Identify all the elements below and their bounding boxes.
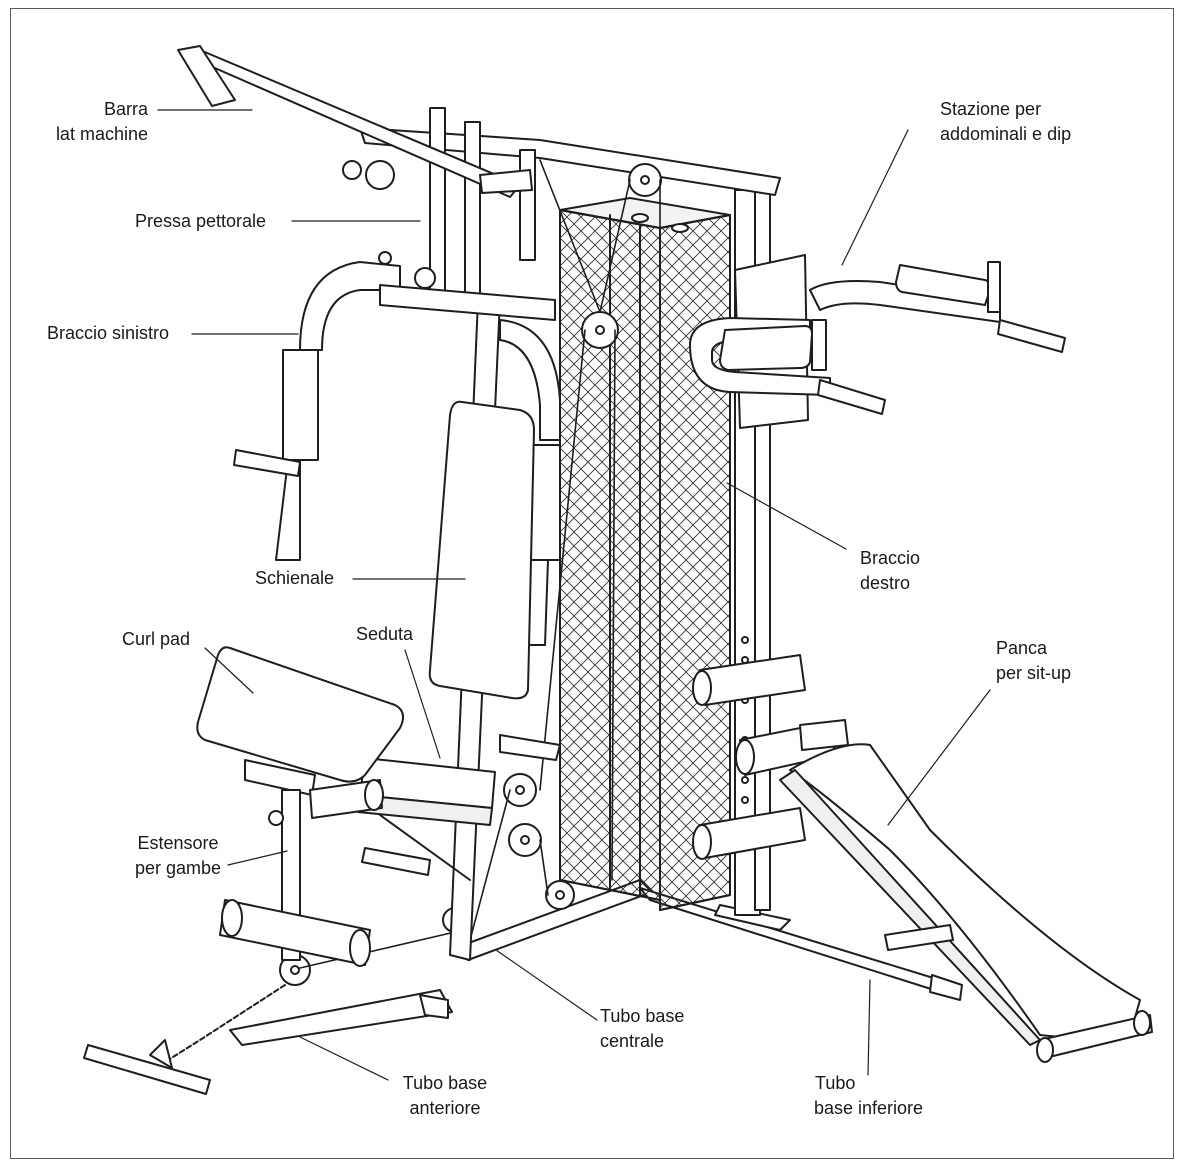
label-leg-extension-line2: per gambe (134, 858, 222, 878)
label-lat-bar-line2: lat machine (55, 124, 148, 144)
label-front-base-tube-line1: Tubo base (402, 1073, 488, 1093)
label-right-arm: Braccio destro (860, 546, 920, 596)
cables (299, 159, 661, 969)
label-situp-bench-line1: Panca (996, 638, 1048, 658)
label-backrest: Schienale (255, 566, 334, 591)
label-lower-base-tube: Tubo base inferiore (814, 1071, 923, 1121)
left-arm (233, 251, 401, 561)
label-lat-bar: Barra lat machine (26, 97, 148, 147)
leg-extension (219, 779, 431, 967)
curl-pad (196, 646, 405, 796)
label-right-arm-line1: Braccio (860, 548, 921, 568)
ankle-handle (83, 984, 286, 1095)
label-curl-pad-text: Curl pad (122, 629, 191, 649)
label-situp-bench-line2: per sit-up (996, 663, 1072, 683)
lat-bar (177, 45, 533, 198)
label-ab-dip-station-line2: addominali e dip (940, 124, 1072, 144)
label-curl-pad: Curl pad (122, 627, 190, 652)
backrest (428, 400, 535, 700)
pulleys (279, 163, 662, 986)
seat (357, 757, 496, 881)
label-chest-press: Pressa pettorale (135, 209, 266, 234)
dip-station (689, 254, 1066, 429)
label-chest-press-text: Pressa pettorale (135, 211, 267, 231)
label-ab-dip-station: Stazione per addominali e dip (940, 97, 1071, 147)
situp-bench (779, 719, 1153, 1063)
label-left-arm-text: Braccio sinistro (47, 323, 170, 343)
leader-lines (157, 109, 991, 1081)
label-leg-extension-line1: Estensore (137, 833, 219, 853)
label-right-arm-line2: destro (860, 573, 911, 593)
label-left-arm: Braccio sinistro (47, 321, 169, 346)
label-leg-extension: Estensore per gambe (118, 831, 238, 881)
diagram-frame (10, 8, 1174, 1159)
label-lat-bar-line1: Barra (103, 99, 148, 119)
tower-rollers (499, 654, 836, 860)
label-central-base-tube-line1: Tubo base (600, 1006, 685, 1026)
label-front-base-tube-line2: anteriore (409, 1098, 481, 1118)
label-situp-bench: Panca per sit-up (996, 636, 1071, 686)
label-seat: Seduta (356, 622, 413, 647)
label-front-base-tube: Tubo base anteriore (385, 1071, 505, 1121)
label-central-base-tube: Tubo base centrale (600, 1004, 684, 1054)
chest-press-arm (379, 284, 561, 646)
label-seat-text: Seduta (356, 624, 414, 644)
label-central-base-tube-line2: centrale (600, 1031, 665, 1051)
label-backrest-text: Schienale (255, 568, 335, 588)
label-ab-dip-station-line1: Stazione per (940, 99, 1042, 119)
base-tubes (229, 879, 963, 1046)
label-lower-base-tube-line2: base inferiore (814, 1098, 924, 1118)
weight-stack (559, 197, 731, 911)
label-lower-base-tube-line1: Tubo (815, 1073, 856, 1093)
